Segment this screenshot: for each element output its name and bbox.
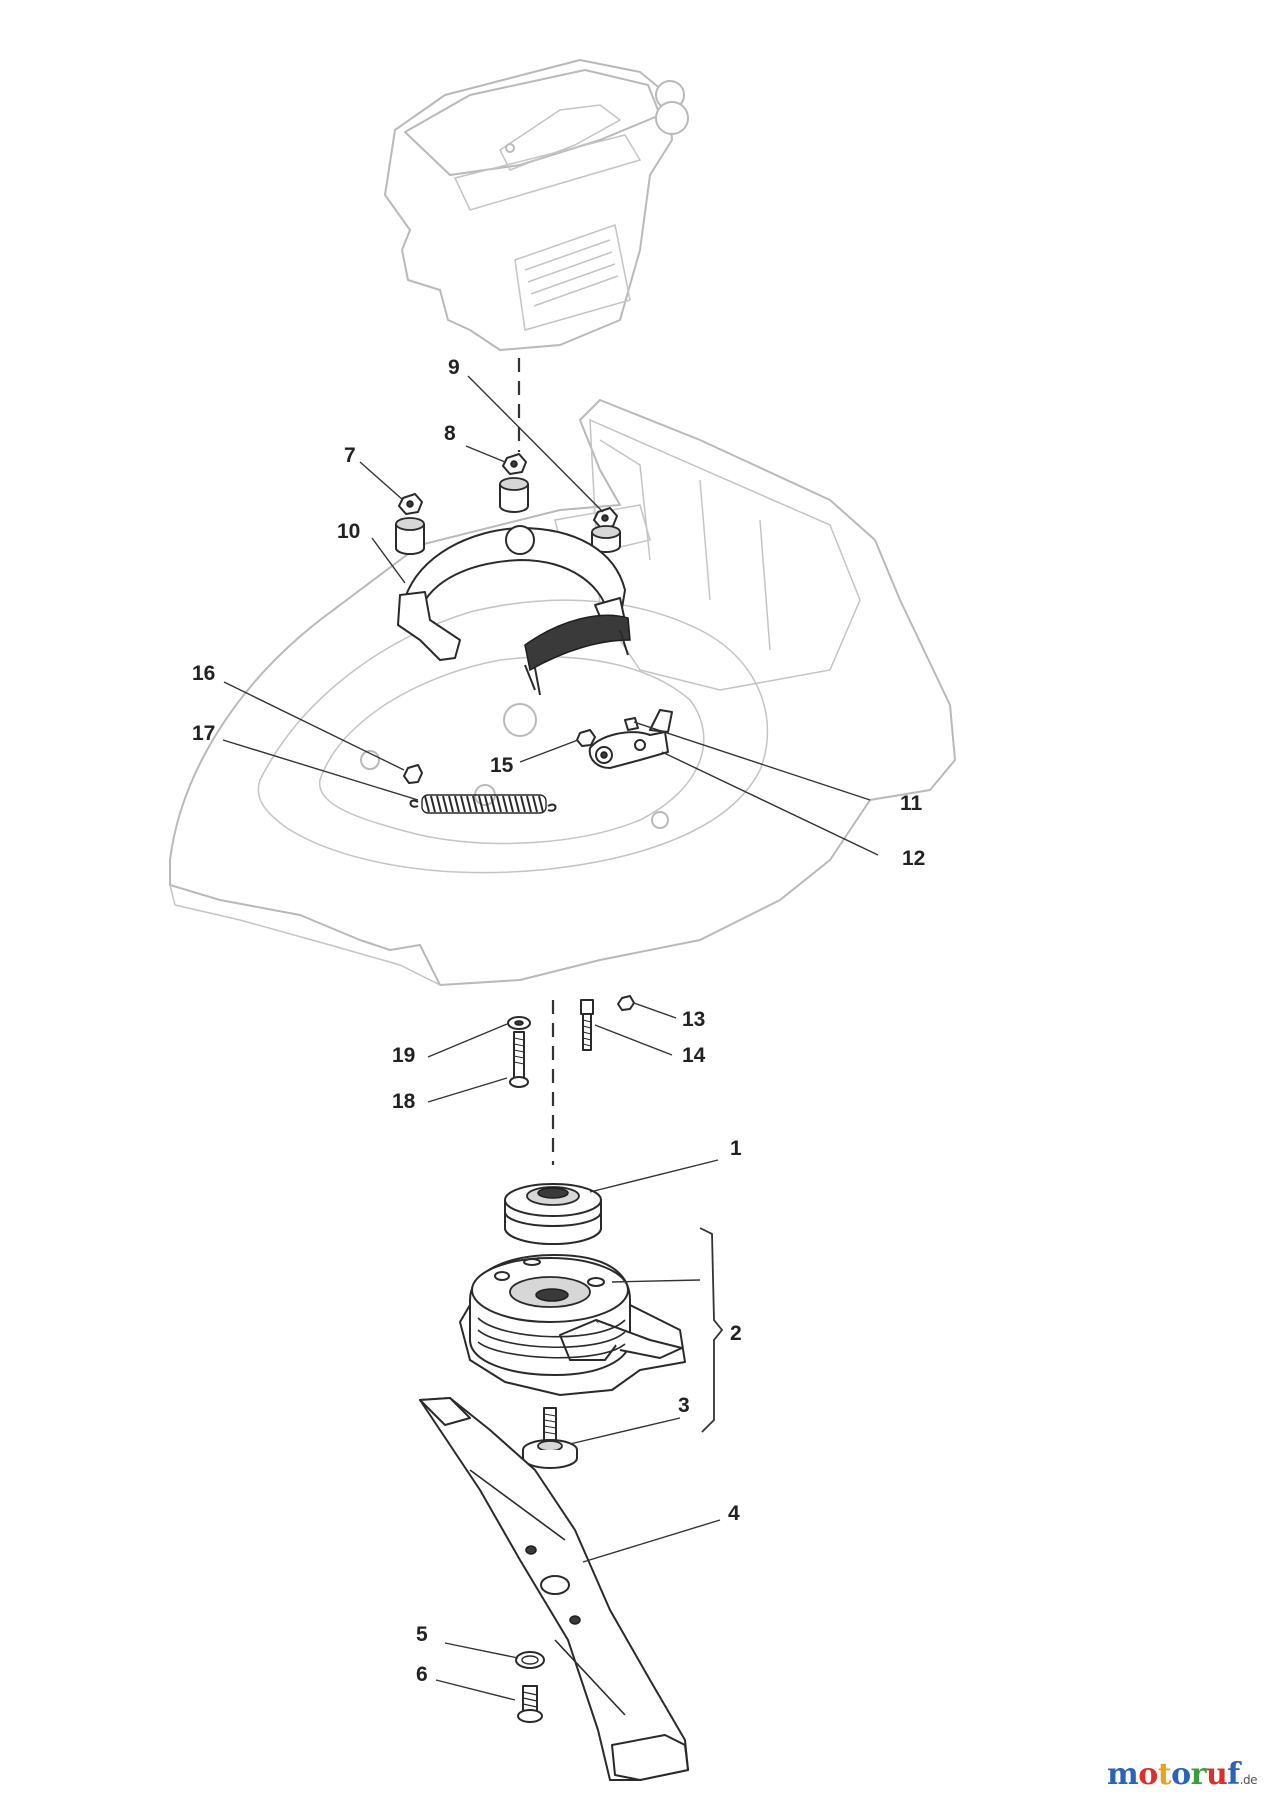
part-2-bracket [699, 1227, 724, 1433]
callout-7: 7 [344, 444, 356, 467]
watermark-letter: u [1205, 1757, 1228, 1792]
part-11-12-brake-lever [588, 709, 673, 769]
part-9-spacer [591, 525, 621, 553]
leader-6 [435, 1679, 516, 1701]
callout-16: 16 [192, 662, 215, 685]
leader-14 [594, 1024, 673, 1056]
part-5-spring-washer [515, 1651, 545, 1669]
part-3-blade-bolt [522, 1407, 578, 1469]
leader-13 [633, 1002, 677, 1019]
watermark-letter: m [1107, 1757, 1139, 1792]
watermark-letter: r [1190, 1757, 1207, 1792]
callout-3: 3 [678, 1394, 690, 1417]
callout-9: 9 [448, 356, 460, 379]
part-19-washer [507, 1016, 531, 1030]
callout-19: 19 [392, 1044, 415, 1067]
callout-2: 2 [730, 1322, 742, 1345]
callout-10: 10 [337, 520, 360, 543]
callout-11: 11 [900, 792, 923, 815]
leader-11 [633, 721, 871, 801]
callout-1: 1 [730, 1137, 742, 1160]
callout-8: 8 [444, 422, 456, 445]
part-14-stud [580, 999, 594, 1051]
part-8-spacer [499, 477, 529, 513]
part-7-nut [398, 493, 423, 515]
part-8-nut [502, 453, 527, 475]
leader-18 [427, 1077, 508, 1103]
part-16-bolt [403, 764, 423, 784]
part-17-spring [409, 794, 557, 814]
part-4-blade [419, 1397, 689, 1781]
watermark-wordmark: motoruf [1107, 1757, 1240, 1792]
watermark-letter: o [1171, 1757, 1191, 1792]
watermark-letter: f [1227, 1757, 1240, 1792]
leader-19 [427, 1023, 508, 1058]
leader-8 [465, 445, 506, 463]
callout-14: 14 [682, 1044, 706, 1067]
part-10-handle-frame [397, 525, 631, 696]
leader-lines [222, 375, 879, 1701]
part-1-pulley [504, 1183, 602, 1245]
leader-5 [444, 1642, 519, 1659]
leader-9 [467, 375, 604, 513]
leader-10 [371, 537, 406, 584]
watermark-tld: .de [1239, 1773, 1258, 1787]
motoruf-watermark-logo: motoruf.de [1107, 1757, 1258, 1792]
callout-17: 17 [192, 722, 215, 745]
leader-12 [661, 751, 879, 856]
part-7-spacer [395, 517, 425, 555]
part-6-bolt [517, 1685, 543, 1723]
leader-16 [223, 681, 405, 771]
part-18-bolt [509, 1031, 529, 1088]
callout-18: 18 [392, 1090, 416, 1113]
mower-deck-outline [169, 399, 956, 986]
leader-15 [519, 739, 579, 763]
callout-13: 13 [682, 1008, 705, 1031]
part-13-nut [617, 995, 635, 1011]
leader-7 [359, 461, 404, 501]
leader-17 [222, 739, 419, 801]
leader-3 [569, 1417, 681, 1445]
watermark-letter: t [1157, 1757, 1172, 1792]
leader-1 [589, 1159, 719, 1193]
part-2-clutch-assembly [459, 1254, 686, 1396]
callout-4: 4 [728, 1502, 740, 1525]
part-11-screw [624, 717, 639, 731]
callout-5: 5 [416, 1623, 428, 1646]
engine-outline [384, 59, 689, 351]
callout-12: 12 [902, 847, 925, 870]
leader-4 [582, 1519, 721, 1563]
callout-6: 6 [416, 1663, 428, 1686]
callout-15: 15 [490, 754, 514, 777]
watermark-letter: o [1138, 1757, 1158, 1792]
leader-2 [611, 1279, 701, 1283]
callout-labels: 1 2 3 4 5 6 7 8 9 10 11 12 13 14 15 16 1… [192, 356, 925, 1686]
part-15-nut [576, 729, 596, 747]
